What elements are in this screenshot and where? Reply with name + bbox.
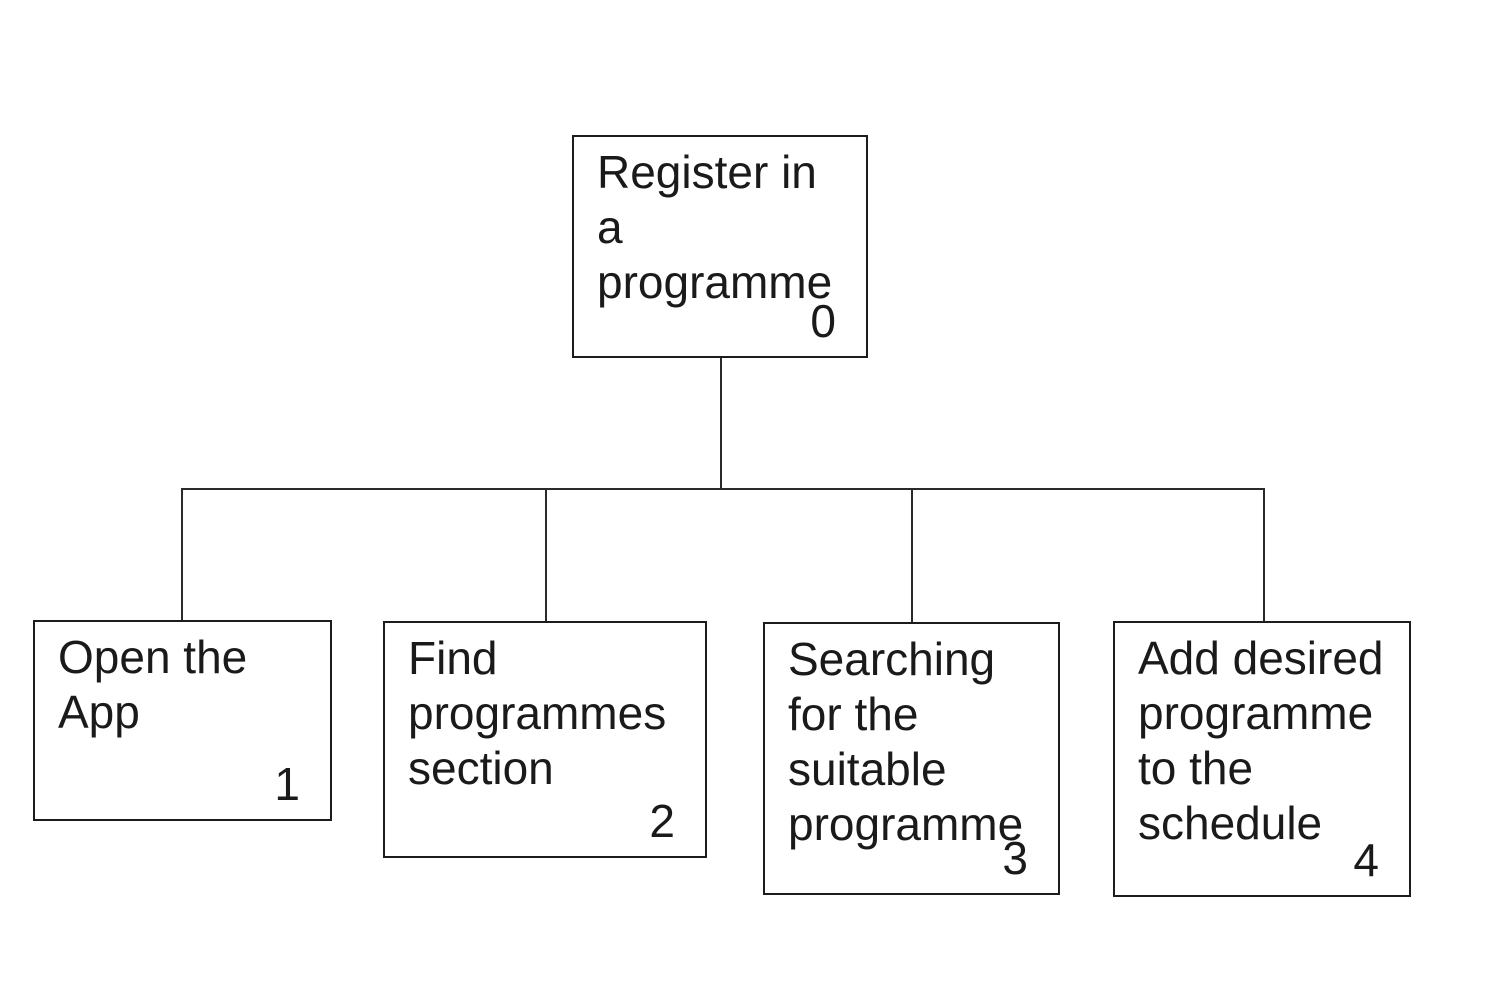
connector-stem-root [720, 358, 722, 489]
connector-drop-task2 [545, 488, 547, 621]
connector-drop-task4 [1263, 488, 1265, 621]
connector-drop-task3 [911, 488, 913, 622]
task-label: Searching for the suitable programme [788, 633, 1024, 850]
task-box-add-programme-to-schedule: Add desired programme to the schedule 4 [1113, 621, 1411, 897]
task-box-open-app: Open the App 1 [33, 620, 332, 821]
task-box-find-programmes-section: Find programmes section 2 [383, 621, 707, 858]
task-number: 1 [274, 758, 300, 810]
task-number: 3 [1002, 832, 1028, 884]
task-label-root: Register in a programme [597, 146, 833, 308]
connector-drop-task1 [181, 488, 183, 620]
connector-horizontal-rail [182, 488, 1265, 490]
task-box-search-suitable-programme: Searching for the suitable programme 3 [763, 622, 1060, 895]
task-label: Add desired programme to the schedule [1138, 632, 1384, 849]
task-label: Find programmes section [408, 632, 667, 794]
task-number: 4 [1353, 834, 1379, 886]
task-label: Open the App [58, 631, 248, 738]
task-box-root: Register in a programme 0 [572, 135, 868, 358]
task-number: 2 [649, 795, 675, 847]
task-number-root: 0 [810, 295, 836, 347]
